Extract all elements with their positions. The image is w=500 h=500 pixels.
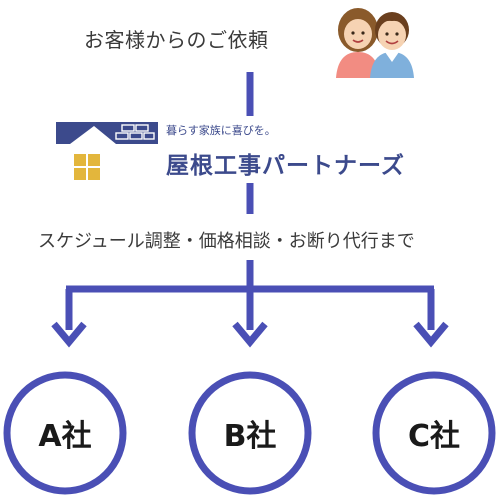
roof-logo-icon xyxy=(56,122,158,180)
services-label: スケジュール調整・価格相談・お断り代行まで xyxy=(38,231,415,252)
brand-tagline: 暮らす家族に喜びを。 xyxy=(166,124,276,137)
down-arrow-icon xyxy=(413,321,449,348)
down-arrow-icon xyxy=(232,321,268,348)
request-label: お客様からのご依頼 xyxy=(84,28,269,52)
family-illustration-icon xyxy=(336,8,414,78)
company-name: 屋根工事パートナーズ xyxy=(166,153,405,179)
vendor-circle-a xyxy=(3,371,127,495)
vendor-circle-b xyxy=(188,371,312,495)
vendor-label-b: B社 xyxy=(223,419,277,454)
vendor-circle-c xyxy=(372,371,496,495)
vendor-label-a: A社 xyxy=(38,419,92,454)
down-arrow-icon xyxy=(51,321,87,348)
vendor-label-c: C社 xyxy=(407,419,461,454)
